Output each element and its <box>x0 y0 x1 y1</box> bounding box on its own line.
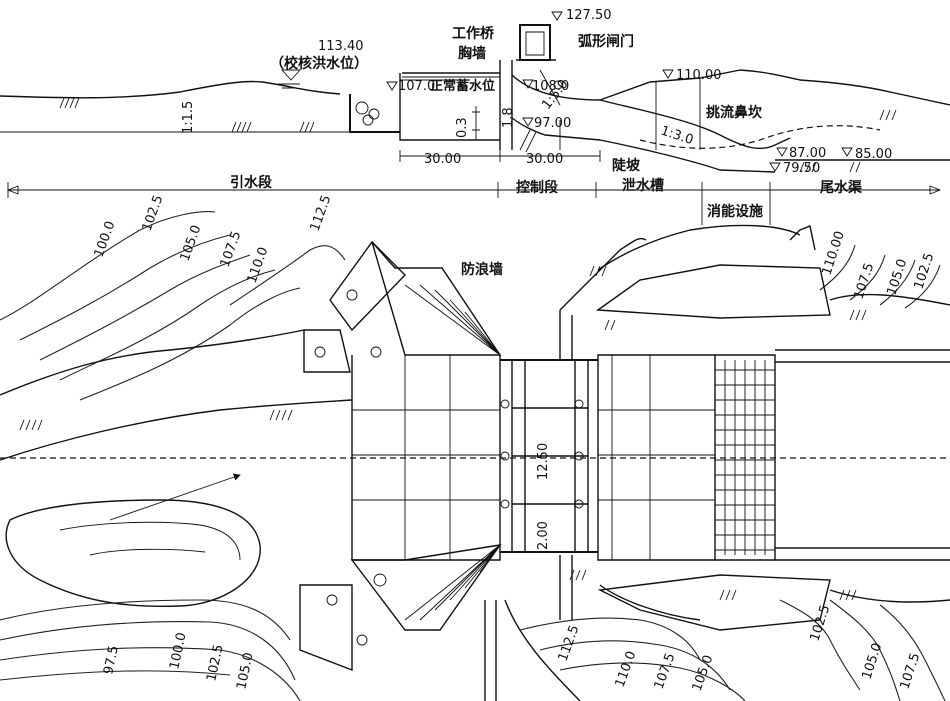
label-work-bridge: 工作桥 <box>452 25 495 42</box>
elev-87-00: 87.00 <box>789 146 826 161</box>
dim-bay-width: 12.50 <box>536 443 551 480</box>
elev-113-40: 113.40 <box>318 39 364 54</box>
label-normal-level: 正常蓄水位 <box>430 78 495 94</box>
plan-view: 防浪墙 12.50 2.00 100.0 102.5 105.0 107.5 110.0… <box>0 193 950 701</box>
label-flip-bucket: 挑流鼻坎 <box>706 104 763 121</box>
contour-label-bottom-right-2: 107.5 <box>898 651 924 691</box>
slope-1-3-0: 1:3.0 <box>659 124 695 149</box>
contour-label-bottom-mid-2: 107.5 <box>652 651 679 691</box>
label-design-flood: （校核洪水位） <box>270 55 368 72</box>
contour-label-bottom-right-0: 102.5 <box>808 603 834 643</box>
label-radial-gate: 弧形闸门 <box>578 33 634 50</box>
contour-label-bottom-right-1: 105.0 <box>860 641 886 681</box>
label-steep-slope: 陡坡 <box>612 157 641 174</box>
dim-pier-width: 2.00 <box>536 521 551 550</box>
elev-97-00: 97.00 <box>534 116 571 131</box>
contour-label-bottom-left-1: 100.0 <box>167 631 189 671</box>
contour-label-bottom-mid-1: 110.0 <box>613 649 640 689</box>
elev-79-50: 79.50 <box>783 161 820 176</box>
section-control: 控制段 <box>516 179 558 196</box>
elev-85-00: 85.00 <box>855 147 892 162</box>
elev-107-00: 107.0 <box>398 79 435 94</box>
slope-1-1-5: 1:1.5 <box>181 101 196 134</box>
contour-label-top-left-2: 105.0 <box>178 223 205 263</box>
contour-label-top-left-1: 102.5 <box>140 193 167 233</box>
label-breast-wall: 胸墙 <box>458 45 486 62</box>
contour-label-top-right-0: 110.00 <box>820 229 848 277</box>
contour-label-top-right-3: 102.5 <box>912 251 938 291</box>
contour-label-bottom-left-3: 105.0 <box>234 651 256 691</box>
contour-label-top-left-5: 112.5 <box>308 193 335 233</box>
dim-30-right: 30.00 <box>526 152 563 167</box>
elev-108-0: 108.0 <box>532 79 569 94</box>
elev-127-50: 127.50 <box>566 8 612 23</box>
section-tailrace: 尾水渠 <box>820 179 863 196</box>
longitudinal-profile: 127.50 113.40 （校核洪水位） 110.00 107.0 正常蓄水位… <box>0 8 950 225</box>
label-wave-wall: 防浪墙 <box>461 261 503 278</box>
dim-0-3: 0.3 <box>455 117 470 138</box>
contour-label-bottom-mid-3: 105.0 <box>690 653 717 693</box>
elev-110-00: 110.00 <box>676 68 722 83</box>
dim-30-left: 30.00 <box>424 152 461 167</box>
contour-label-top-left-3: 107.5 <box>218 229 245 269</box>
dim-1-8: 1.8 <box>501 107 516 128</box>
label-chute: 泄水槽 <box>622 177 664 194</box>
section-intake: 引水段 <box>230 174 272 191</box>
contour-label-bottom-left-0: 97.5 <box>101 644 122 675</box>
section-energy-dissipation: 消能设施 <box>707 203 763 220</box>
contour-label-top-left-0: 100.0 <box>92 219 119 259</box>
